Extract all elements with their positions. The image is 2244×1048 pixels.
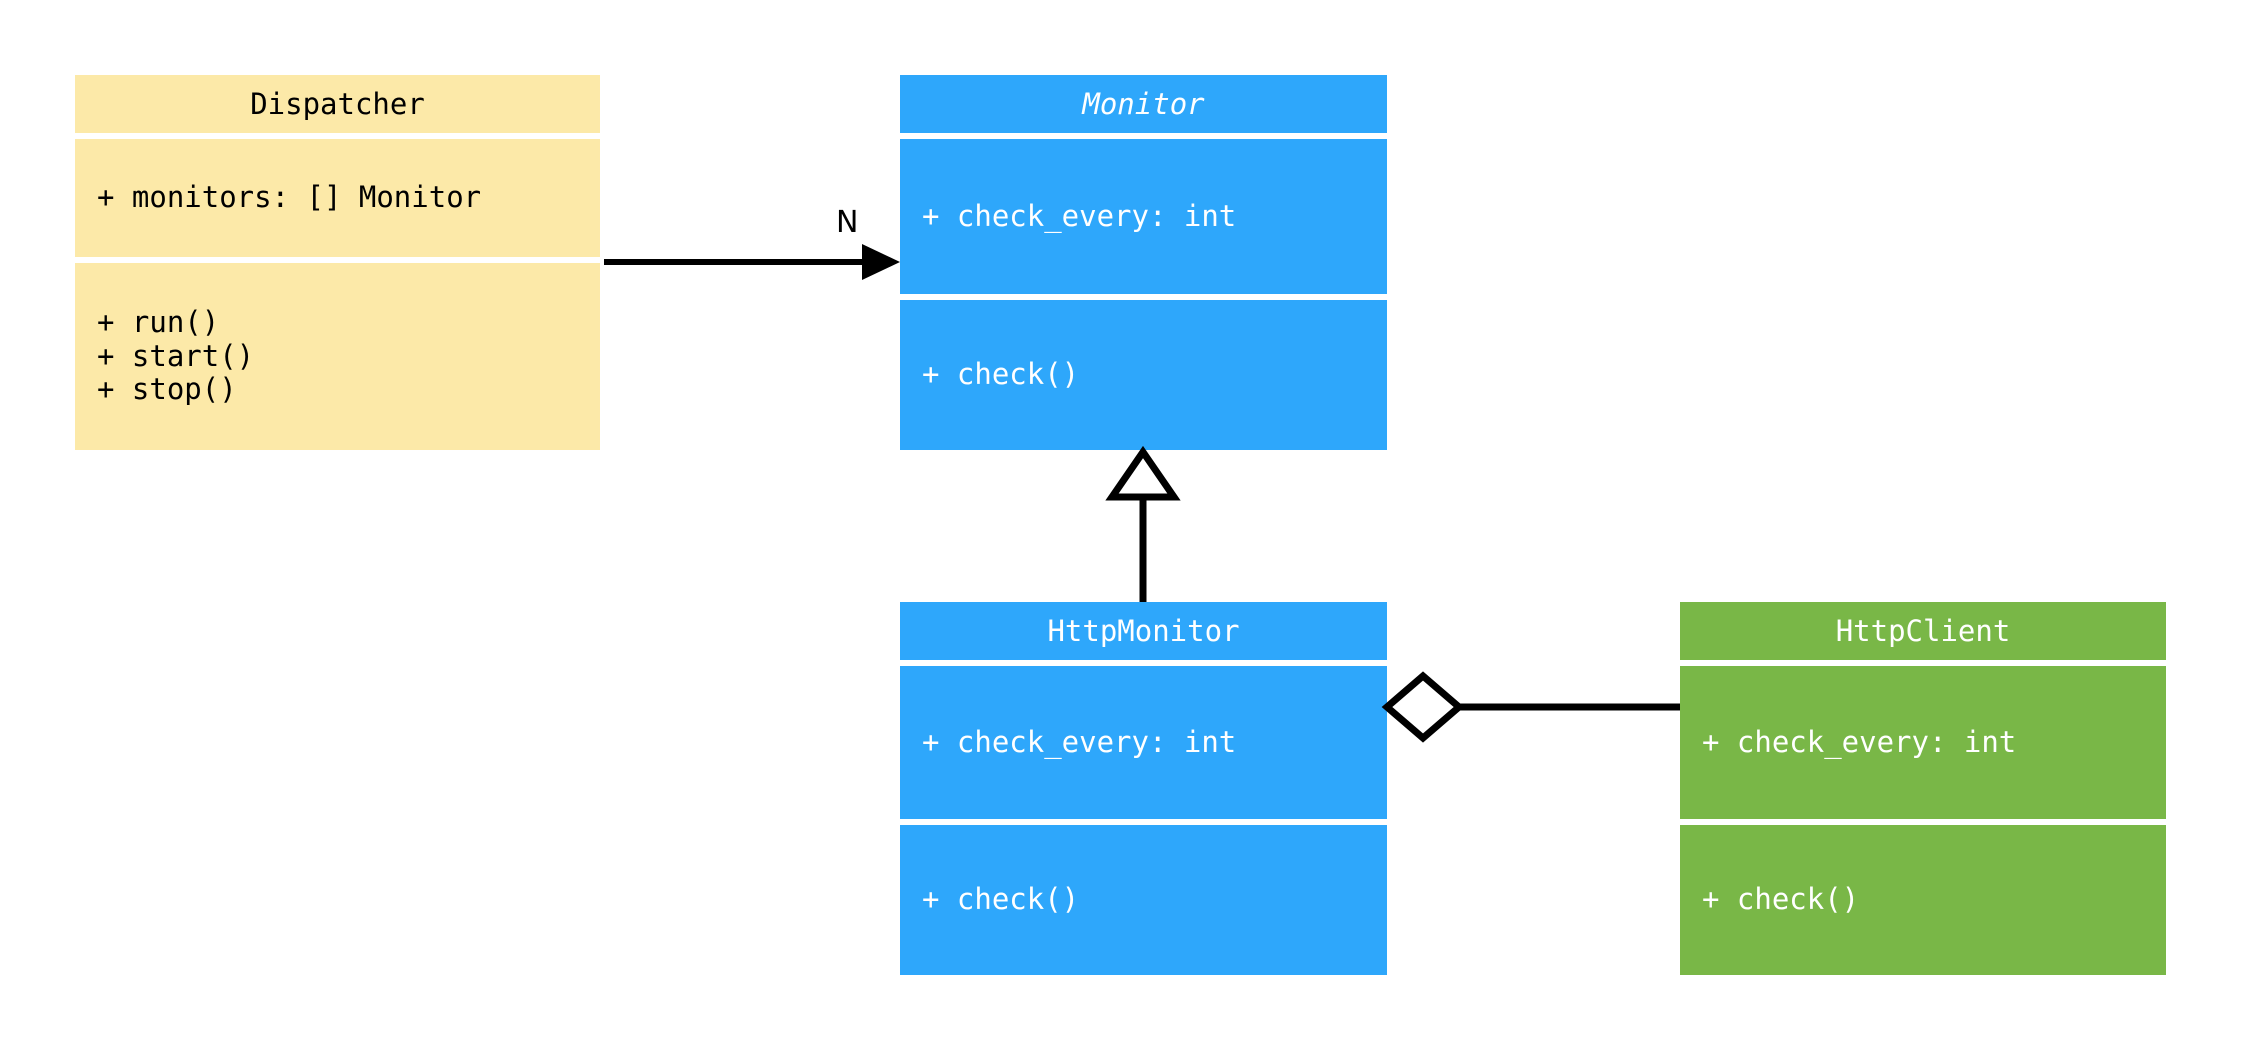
compartment-divider: [900, 133, 1387, 139]
uml-class-monitor[interactable]: Monitor + check_every: int + check(): [900, 75, 1387, 450]
hollow-diamond-aggregation-icon: [1381, 671, 1465, 743]
attributes-compartment-http-monitor: + check_every: int: [900, 666, 1387, 819]
attributes-compartment-http-client: + check_every: int: [1680, 666, 2166, 819]
attribute-row: + monitors: [] Monitor: [97, 180, 482, 215]
operation-row: + check(): [922, 882, 1080, 917]
compartment-divider: [900, 660, 1387, 666]
operation-row: + start(): [97, 338, 255, 373]
uml-class-http-monitor[interactable]: HttpMonitor + check_every: int + check(): [900, 602, 1387, 975]
operation-row: + check(): [922, 357, 1080, 392]
operations-compartment-dispatcher: + run() + start() + stop(): [75, 263, 600, 450]
uml-class-http-client[interactable]: HttpClient + check_every: int + check(): [1680, 602, 2166, 975]
uml-class-dispatcher[interactable]: Dispatcher + monitors: [] Monitor + run(…: [75, 75, 600, 450]
operations-compartment-http-client: + check(): [1680, 825, 2166, 975]
attributes-compartment-dispatcher: + monitors: [] Monitor: [75, 139, 600, 257]
attribute-row: + check_every: int: [922, 198, 1237, 233]
compartment-divider: [1680, 660, 2166, 666]
hollow-triangle-arrowhead-icon: [1105, 445, 1181, 501]
class-name-http-client: HttpClient: [1680, 602, 2166, 660]
compartment-divider: [900, 294, 1387, 300]
compartment-divider: [900, 819, 1387, 825]
operation-row: + stop(): [97, 372, 237, 407]
attribute-row: + check_every: int: [922, 724, 1237, 759]
filled-triangle-arrowhead-icon: [862, 244, 900, 280]
compartment-divider: [75, 133, 600, 139]
class-name-dispatcher: Dispatcher: [75, 75, 600, 133]
compartment-divider: [75, 257, 600, 263]
operations-compartment-monitor: + check(): [900, 300, 1387, 450]
operation-row: + run(): [97, 304, 220, 339]
compartment-divider: [1680, 819, 2166, 825]
attribute-row: + check_every: int: [1702, 724, 2017, 759]
edge-http-monitor-to-monitor: [1105, 445, 1181, 602]
operation-row: + check(): [1702, 882, 1860, 917]
edge-dispatcher-to-monitor: [604, 244, 900, 280]
class-name-http-monitor: HttpMonitor: [900, 602, 1387, 660]
edge-http-monitor-to-http-client: [1381, 671, 1680, 743]
operations-compartment-http-monitor: + check(): [900, 825, 1387, 975]
multiplicity-label-n: N: [836, 205, 859, 240]
class-name-monitor: Monitor: [900, 75, 1387, 133]
attributes-compartment-monitor: + check_every: int: [900, 139, 1387, 294]
